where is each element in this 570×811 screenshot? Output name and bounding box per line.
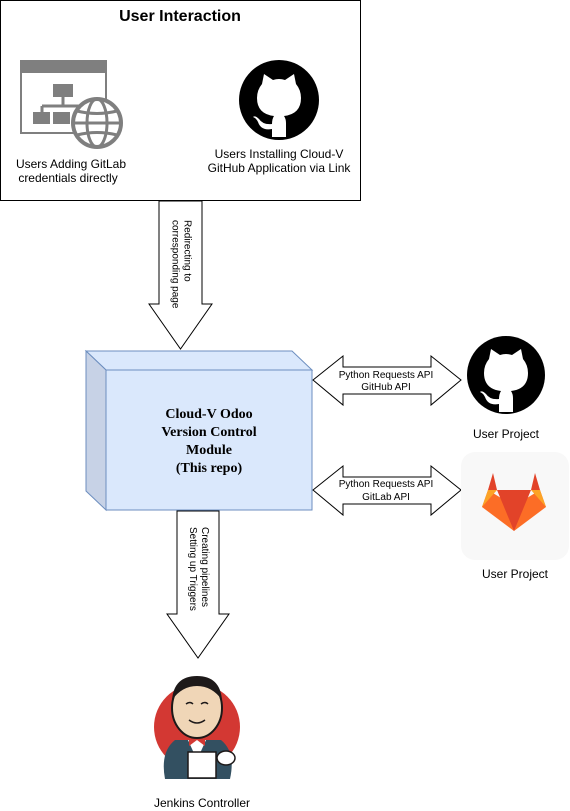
module-title-line3: Module [186, 443, 232, 458]
gitlab-user-project-label: User Project [482, 567, 549, 581]
github-app-label-line1: Users Installing Cloud-V [215, 147, 344, 161]
jenkins-controller-label: Jenkins Controller [154, 796, 250, 810]
pipeline-arrow: Creating pipelines Setting up Triggers [166, 510, 230, 659]
gitlab-api-label-line2: GitLab API [362, 492, 410, 503]
redirect-label-line2: corresponding page [170, 220, 181, 309]
github-api-label-line1: Python Requests API [339, 370, 434, 381]
github-user-project-label: User Project [473, 427, 540, 441]
jenkins-icon [154, 676, 240, 779]
module-title-line2: Version Control [161, 425, 256, 440]
pipeline-label-line1: Creating pipelines [199, 527, 210, 607]
github-app-label-line2: GitHub Application via Link [208, 161, 352, 175]
github-icon [467, 336, 545, 414]
github-api-label-line2: GitHub API [361, 382, 410, 393]
gitlab-icon [461, 452, 569, 560]
gitlab-api-label-line1: Python Requests API [339, 479, 434, 490]
redirect-arrow: Redirecting to corresponding page [148, 200, 213, 350]
redirect-label-line1: Redirecting to [182, 220, 193, 282]
module-title-line4: (This repo) [176, 461, 243, 476]
github-api-arrow: Python Requests API GitHub API [312, 354, 462, 407]
web-admin-icon [20, 60, 123, 149]
user-interaction-title: User Interaction [119, 8, 241, 25]
version-control-module: Cloud-V Odoo Version Control Module (Thi… [84, 349, 314, 512]
gitlab-api-arrow: Python Requests API GitLab API [312, 464, 462, 517]
github-icon [239, 60, 319, 140]
pipeline-label-line2: Setting up Triggers [187, 527, 198, 611]
gitlab-credentials-label-line1: Users Adding GitLab [16, 157, 126, 171]
user-interaction-box: User Interaction Users Adding GitLab cre… [0, 0, 361, 201]
module-title-line1: Cloud-V Odoo [165, 407, 252, 422]
gitlab-credentials-label-line2: credentials directly [18, 171, 117, 185]
